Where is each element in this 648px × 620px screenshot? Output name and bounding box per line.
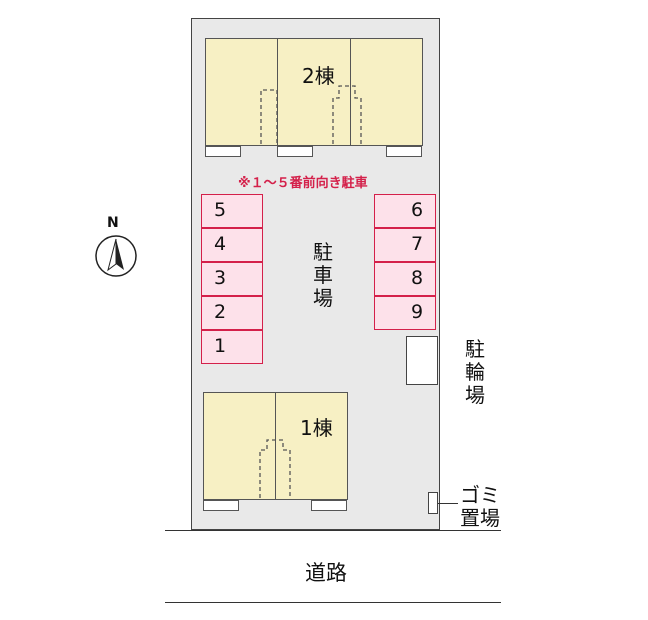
parking-slot: 5: [201, 194, 263, 228]
garbage-label-line2: 置場: [460, 506, 500, 530]
parking-slot: 2: [201, 296, 263, 330]
compass-north-label: N: [107, 215, 119, 231]
parking-slot: 6: [374, 194, 436, 228]
building-2: [205, 38, 423, 146]
building-1-stairs: [259, 439, 291, 498]
road-label: 道路: [305, 561, 347, 585]
parking-slot: 8: [374, 262, 436, 296]
compass: N: [94, 215, 140, 281]
garbage-area-label: ゴミ 置場: [460, 484, 500, 530]
garbage-leader-line: [438, 503, 458, 504]
compass-icon: [95, 235, 137, 277]
parking-note: ※１～５番前向き駐車: [238, 176, 368, 191]
road-edge-bottom: [165, 602, 501, 603]
parking-slots-right: 6 7 8 9: [374, 194, 438, 334]
parking-slot: 3: [201, 262, 263, 296]
building-1-entrance-step: [311, 500, 347, 511]
building-2-divider: [350, 38, 351, 146]
garbage-area: [428, 492, 438, 514]
building-2-entrance-step: [277, 146, 313, 157]
parking-slot: 9: [374, 296, 436, 330]
building-2-entrance-step: [205, 146, 241, 157]
building-1-divider: [275, 392, 276, 500]
parking-slots-left: 5 4 3 2 1: [201, 194, 265, 366]
parking-slot: 7: [374, 228, 436, 262]
road-edge-top: [165, 530, 501, 531]
building-2-label: 2棟: [302, 64, 335, 88]
parking-slot: 1: [201, 330, 263, 364]
bicycle-parking-area: [406, 336, 438, 385]
garbage-label-line1: ゴミ: [460, 483, 500, 507]
bicycle-parking-label: 駐輪場: [465, 337, 485, 407]
building-1-entrance-step: [203, 500, 239, 511]
building-2-entrance-step: [386, 146, 422, 157]
parking-slot: 4: [201, 228, 263, 262]
parking-lot-label: 駐車場: [313, 240, 333, 310]
building-2-stairs: [260, 85, 362, 144]
building-1-label: 1棟: [300, 416, 333, 440]
